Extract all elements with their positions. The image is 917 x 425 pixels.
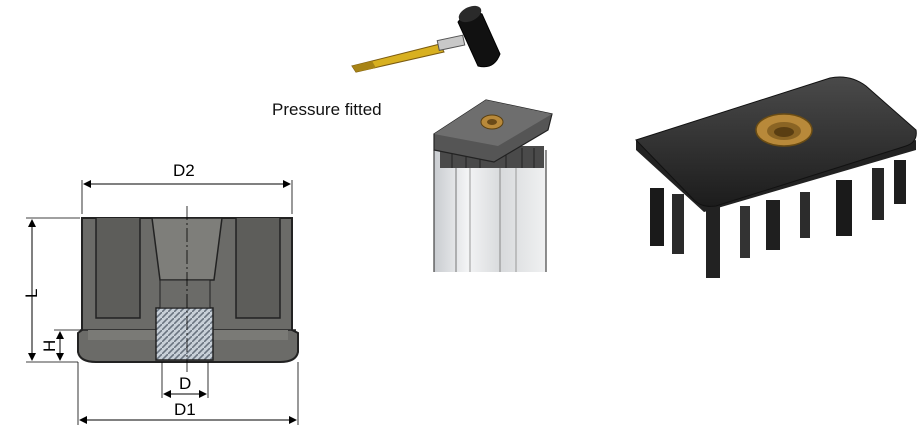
- d1-label: D1: [174, 400, 196, 419]
- rubber-mallet-icon: [351, 5, 501, 73]
- fitted-profile-illustration: [433, 99, 553, 272]
- d-label: D: [179, 374, 191, 393]
- cross-section: [77, 206, 299, 372]
- threaded-insert: [155, 307, 214, 361]
- dimension-d1: D1: [77, 362, 299, 425]
- dimension-d: D: [161, 362, 209, 398]
- dimension-h: H: [40, 329, 80, 361]
- h-label: H: [40, 340, 59, 352]
- cap-3d-render: [635, 76, 917, 278]
- dimension-l: L: [22, 217, 80, 363]
- dimension-d2: D2: [81, 161, 293, 214]
- d2-label: D2: [173, 161, 195, 180]
- l-label: L: [22, 289, 41, 298]
- pressure-fitted-caption: Pressure fitted: [272, 100, 382, 119]
